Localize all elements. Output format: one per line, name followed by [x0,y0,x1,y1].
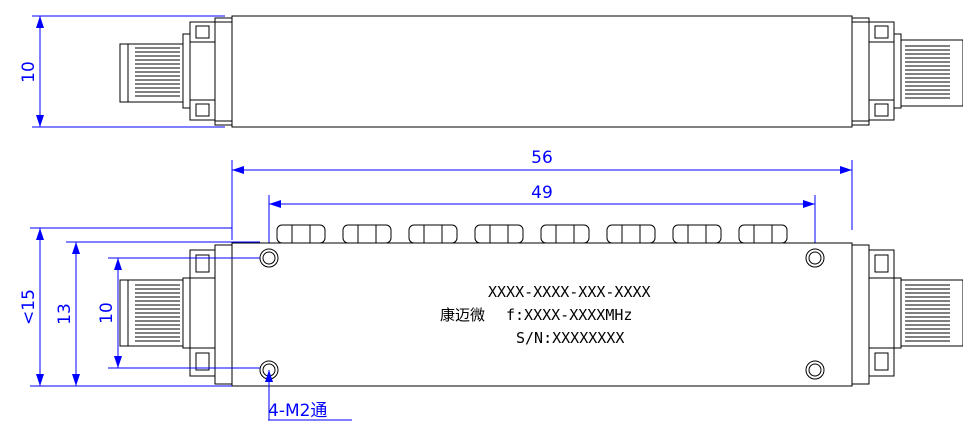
top-right-connector [851,17,963,126]
front-left-connector [119,244,233,385]
top-right-thread [905,45,950,99]
front-left-thread [135,284,180,342]
hole-span-dimension: 13 [55,241,260,387]
hole-span-value: 13 [55,303,75,325]
overall-length-value: 56 [531,148,553,168]
top-view: 10 [19,15,963,128]
top-height-dimension: 10 [19,15,225,128]
serial-number: S/N:XXXXXXXX [516,329,624,347]
mounting-hole-callout: 4-M2通 [265,370,352,421]
front-view-body [231,242,853,387]
tuning-screws [276,224,788,244]
company-name: 康迈微 [440,306,485,324]
hole-spacing-value: 49 [531,183,553,203]
front-right-connector [851,244,963,385]
front-right-thread [905,284,950,342]
overall-width-dimension: <15 [19,227,232,387]
overall-length-dimension: 56 [231,148,853,240]
mounting-hole [805,248,825,268]
top-left-thread [135,47,180,97]
top-height-value: 10 [19,61,39,83]
mounting-hole [805,360,825,380]
part-number: XXXX-XXXX-XXX-XXXX [488,283,651,301]
overall-width-value: <15 [19,289,39,325]
product-label: XXXX-XXXX-XXX-XXXX 康迈微 f:XXXX-XXXXMHz S/… [440,283,651,347]
front-view: XXXX-XXXX-XXX-XXXX 康迈微 f:XXXX-XXXXMHz S/… [119,224,963,387]
mounting-hole-note: 4-M2通 [268,401,327,421]
top-left-connector [119,17,233,126]
connector-height-dimension: 10 [97,257,260,369]
top-view-body [231,15,853,128]
connector-height-value: 10 [97,302,117,324]
frequency-range: f:XXXX-XXXXMHz [506,306,632,324]
